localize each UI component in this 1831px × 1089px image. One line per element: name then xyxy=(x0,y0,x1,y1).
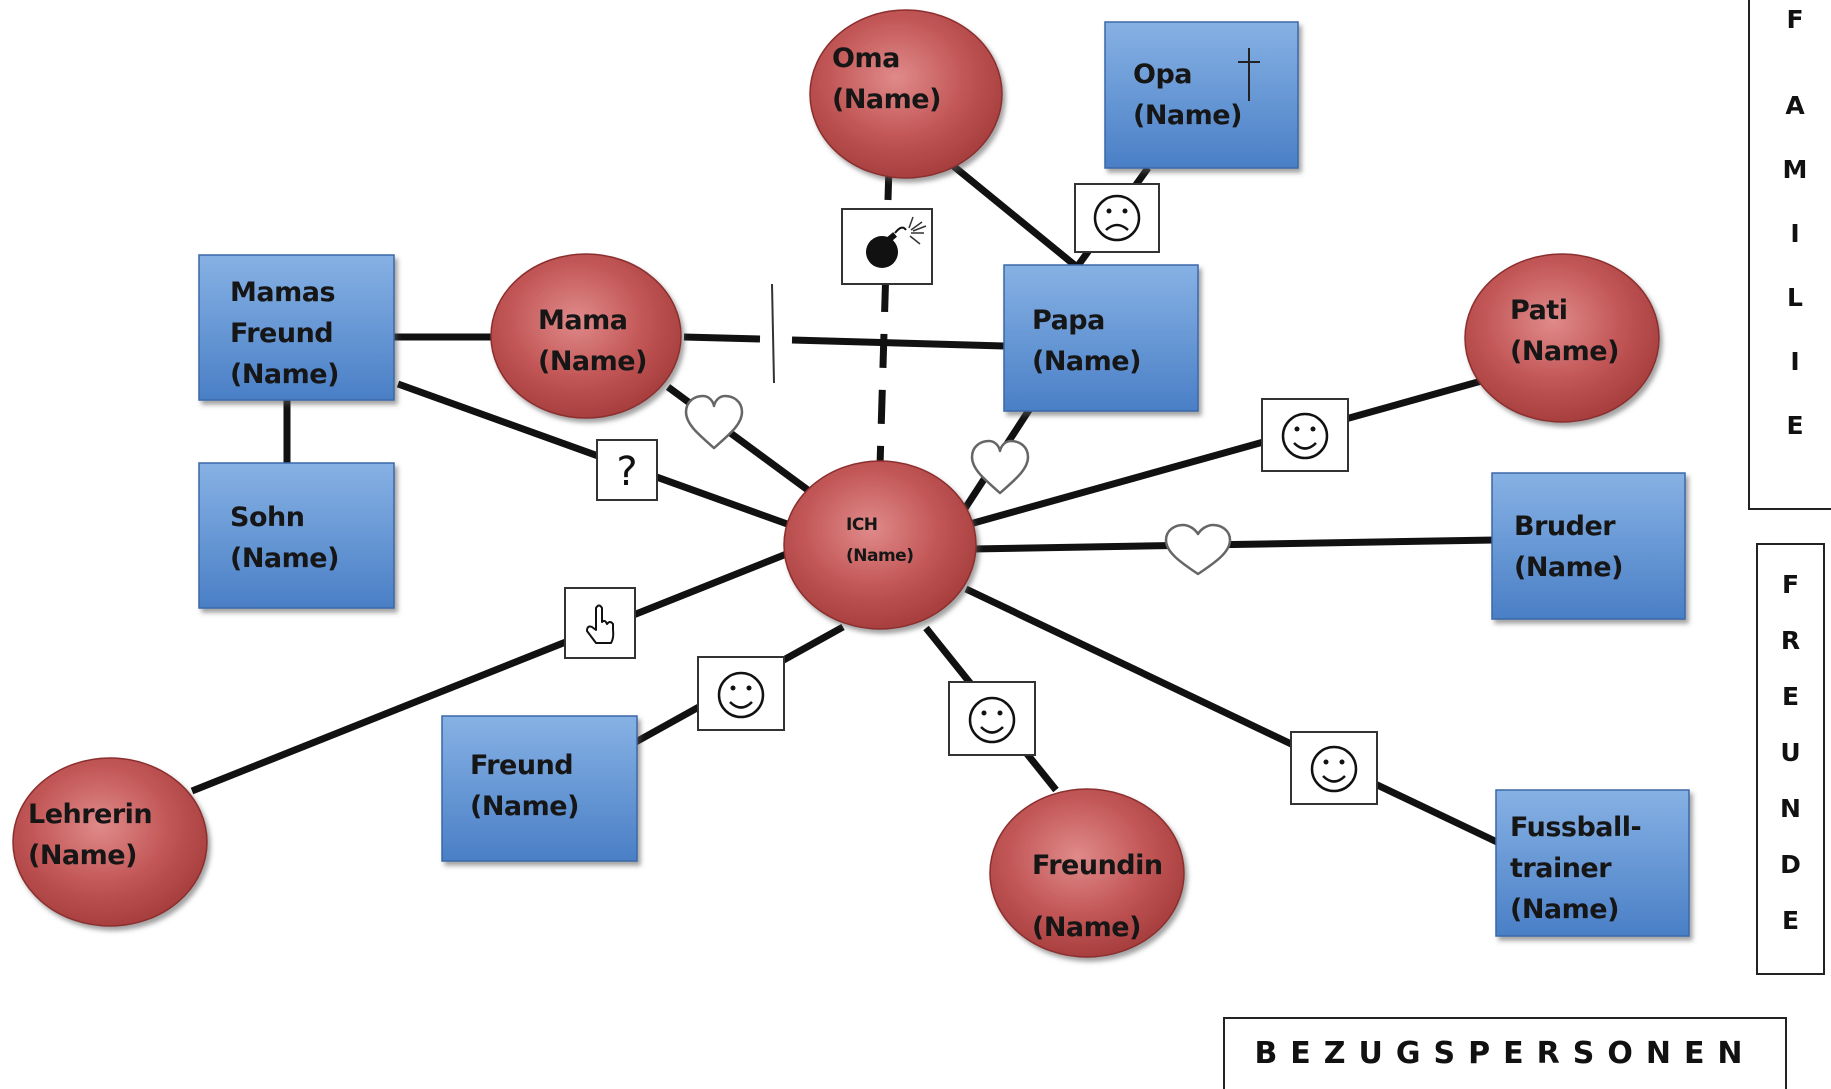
heart-icon-bruder xyxy=(1164,523,1232,576)
svg-text:?: ? xyxy=(616,449,637,495)
smiley-icon-fussballtrainer xyxy=(1290,731,1378,805)
node-sohn[interactable] xyxy=(198,462,395,609)
line-mama-papa-left xyxy=(683,333,761,343)
node-fussballtrainer[interactable] xyxy=(1495,789,1690,937)
label-freund: Freund (Name) xyxy=(470,750,579,822)
sad-face-icon xyxy=(1074,183,1160,253)
label-oma: Oma (Name) xyxy=(832,43,941,115)
female-nodes xyxy=(12,9,1660,958)
label-mamas-freund: Mamas Freund (Name) xyxy=(230,277,339,390)
male-nodes xyxy=(198,21,1690,937)
freunde-label: F R E U N D E xyxy=(1756,543,1825,975)
familie-label: F A M I L I E xyxy=(1748,0,1831,510)
label-fussballtrainer: Fussball- trainer (Name) xyxy=(1510,812,1642,925)
heart-icon-papa xyxy=(970,439,1030,495)
separator-mark xyxy=(771,283,775,384)
heart-icons xyxy=(684,394,1232,576)
line-oma-papa xyxy=(943,157,1080,270)
label-papa: Papa (Name) xyxy=(1032,305,1141,377)
node-mamas-freund[interactable] xyxy=(198,254,395,401)
node-mama[interactable] xyxy=(490,253,682,419)
label-freundin: Freundin (Name) xyxy=(1032,850,1163,943)
node-ich[interactable] xyxy=(783,460,977,630)
label-pati: Pati (Name) xyxy=(1510,295,1619,367)
node-freundin[interactable] xyxy=(989,788,1185,958)
label-mama: Mama (Name) xyxy=(538,305,647,377)
cross-icon xyxy=(1238,48,1260,101)
node-opa[interactable] xyxy=(1104,21,1299,169)
node-pati[interactable] xyxy=(1464,253,1660,423)
heart-icon-mama xyxy=(684,394,744,450)
label-lehrerin: Lehrerin (Name) xyxy=(28,799,153,871)
label-sohn: Sohn (Name) xyxy=(230,502,339,574)
line-ich-fussballtrainer xyxy=(964,585,1499,846)
line-ich-mamas-freund xyxy=(396,380,792,529)
smiley-icon-freund xyxy=(697,656,785,731)
node-bruder[interactable] xyxy=(1491,472,1686,620)
node-lehrerin[interactable] xyxy=(12,757,208,927)
label-bruder: Bruder (Name) xyxy=(1514,511,1623,583)
line-mama-papa-right xyxy=(791,336,1005,350)
question-mark-icon: ? xyxy=(596,439,658,501)
node-papa[interactable] xyxy=(1003,264,1199,412)
pointing-hand-icon xyxy=(564,587,636,659)
bomb-icon xyxy=(841,208,933,285)
node-freund[interactable] xyxy=(441,715,638,862)
line-ich-oma xyxy=(876,165,893,467)
line-ich-bruder xyxy=(971,536,1496,553)
footer-title: BEZUGSPERSONEN xyxy=(1223,1017,1787,1089)
label-opa: Opa (Name) xyxy=(1133,59,1242,131)
smiley-icon-pati xyxy=(1261,398,1349,472)
line-ich-lehrerin xyxy=(190,549,791,795)
node-oma[interactable] xyxy=(809,9,1003,179)
label-ich: ICH (Name) xyxy=(846,515,914,566)
smiley-icon-freundin xyxy=(948,681,1036,756)
line-ich-pati xyxy=(969,376,1486,528)
